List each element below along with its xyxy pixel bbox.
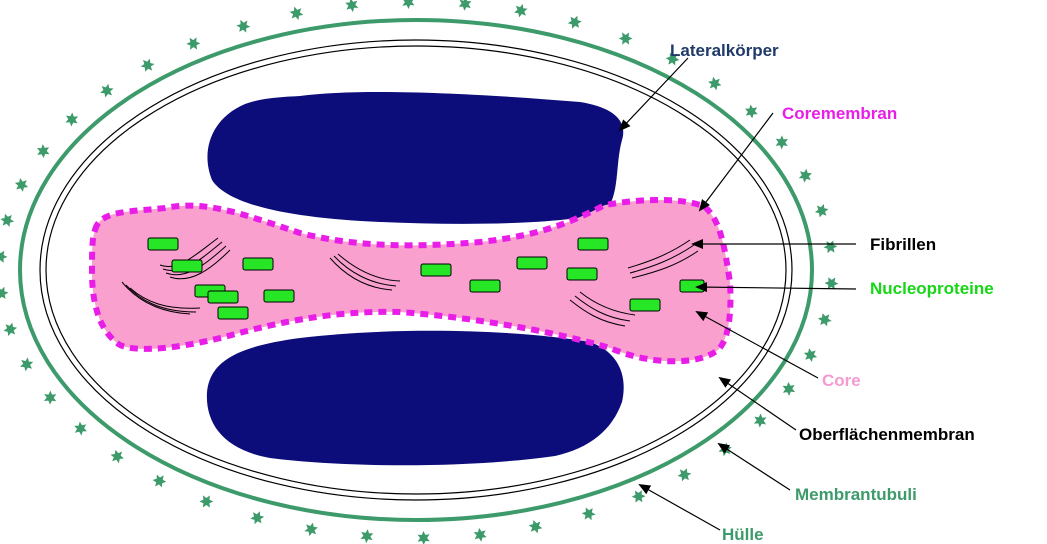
tubulus-bump <box>0 250 8 262</box>
tubulus-bump <box>825 277 839 289</box>
tubulus-bump <box>44 391 56 405</box>
tubulus-bump <box>37 144 50 158</box>
label-nucleoproteine: Nucleoproteine <box>870 279 994 298</box>
tubulus-bump <box>418 531 430 544</box>
tubulus-bump <box>250 511 264 524</box>
arrow-membrantubuli <box>719 444 790 490</box>
tubulus-bump <box>799 169 812 183</box>
tubulus-bump <box>529 520 543 533</box>
tubulus-bump <box>74 422 87 436</box>
tubulus-bump <box>236 20 250 33</box>
label-oberflaechenmembran: Oberflächenmembran <box>799 425 975 444</box>
tubulus-bump <box>15 178 28 192</box>
tubulus-bump <box>304 523 318 537</box>
tubulus-bump <box>199 495 213 507</box>
tubulus-bump <box>20 357 33 371</box>
tubulus-bump <box>818 313 832 326</box>
tubulus-bump <box>141 59 155 72</box>
tubulus-bump <box>804 348 817 362</box>
tubulus-bump <box>111 450 124 464</box>
tubulus-bump <box>745 105 758 119</box>
tubulus-bump <box>0 214 14 227</box>
label-lateralkoerper: Lateralkörper <box>670 41 779 60</box>
tubulus-bump <box>514 4 528 18</box>
tubulus-bump <box>815 204 829 217</box>
tubulus-bump <box>619 32 633 44</box>
tubulus-bump <box>783 382 796 396</box>
tubulus-bump <box>459 0 472 11</box>
tubulus-bump <box>66 113 79 127</box>
lateral-body-top <box>207 92 623 224</box>
label-coremembran: Coremembran <box>782 104 897 123</box>
tubulus-bump <box>568 16 582 29</box>
label-fibrillen: Fibrillen <box>870 235 936 254</box>
label-core: Core <box>822 371 861 390</box>
tubulus-bump <box>776 135 788 149</box>
lateral-body-bottom <box>207 331 624 466</box>
label-huelle: Hülle <box>722 525 764 544</box>
tubulus-bump <box>361 529 374 543</box>
tubulus-bump <box>402 0 414 9</box>
tubulus-bump <box>678 468 692 481</box>
tubulus-bump <box>153 475 167 488</box>
tubulus-bump <box>474 528 487 542</box>
tubulus-bump <box>0 287 8 300</box>
arrow-huelle <box>640 485 720 530</box>
tubulus-bump <box>4 323 18 336</box>
tubulus-bump <box>754 414 767 428</box>
tubulus-bump <box>632 490 646 502</box>
tubulus-bump <box>582 507 596 520</box>
label-membrantubuli: Membrantubuli <box>795 485 917 504</box>
tubulus-bump <box>708 77 721 91</box>
tubulus-bump <box>290 7 304 20</box>
tubulus-bump <box>345 0 358 12</box>
tubulus-bump <box>100 84 113 98</box>
tubulus-bump <box>824 241 838 254</box>
tubulus-bump <box>186 37 200 49</box>
